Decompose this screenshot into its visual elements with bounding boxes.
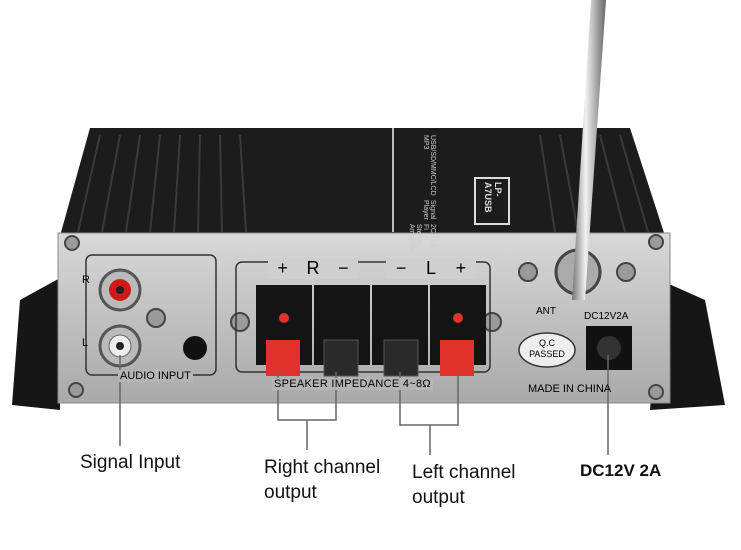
left-foot [12, 278, 60, 410]
audio-input-label: AUDIO INPUT [118, 370, 193, 382]
dc-rating-label: DC12V2A [584, 311, 629, 322]
speaker-terminals [256, 285, 486, 377]
speaker-terminal-frame [235, 261, 491, 373]
r-label: R [306, 258, 320, 278]
black-lever [383, 339, 419, 377]
minus-label: − [395, 258, 407, 278]
made-in-label: MADE IN CHINA [528, 383, 612, 395]
left-channel-line1: Left channel [412, 462, 516, 483]
screw-icon [64, 234, 664, 400]
top-text: USB/SD/MMC/LCD MP3 Signal Player 2CH Hi-… [408, 135, 436, 251]
left-channel-callout: Left channel output [412, 460, 516, 510]
model-badge-text: LP-A7USB [483, 182, 503, 213]
plus-label: + [455, 258, 467, 278]
signal-input-callout: Signal Input [80, 452, 181, 473]
speaker-l-labels: − L + [386, 258, 476, 279]
left-channel-line2: output [412, 487, 465, 508]
dc-callout: DC12V 2A [580, 461, 662, 480]
top-text-line: Signal Player [422, 199, 436, 220]
red-lever [440, 340, 474, 376]
plus-label: + [277, 258, 288, 278]
black-lever [323, 339, 359, 377]
qc-label: Q.C PASSED [525, 338, 569, 360]
headphone-jack [183, 336, 207, 360]
right-channel-callout: Right channel output [264, 455, 380, 505]
l-label: L [425, 258, 436, 278]
top-text-line: USB/SD/MMC/LCD MP3 [422, 135, 436, 196]
ant-label: ANT [536, 306, 556, 317]
minus-label: − [338, 258, 349, 278]
speaker-impedance-label: SPEAKER IMPEDANCE 4~8Ω [272, 378, 433, 390]
qc-line1: Q.C [538, 338, 555, 348]
heatsink-body [60, 128, 665, 236]
rca-l-label: L [82, 337, 89, 349]
right-channel-line1: Right channel [264, 457, 381, 478]
top-text-line: 2CH Hi-Fi Stereo Amplifier [408, 223, 436, 251]
qc-sticker [518, 332, 576, 368]
right-channel-line2: output [264, 482, 317, 503]
speaker-r-labels: + R − [268, 258, 358, 279]
rca-r-label: R [82, 274, 90, 286]
qc-line2: PASSED [529, 349, 565, 359]
model-badge [474, 177, 510, 225]
red-lever [266, 340, 300, 376]
heatsink-fins [77, 134, 649, 233]
antenna [572, 0, 606, 300]
rca-jack-r [98, 268, 142, 312]
